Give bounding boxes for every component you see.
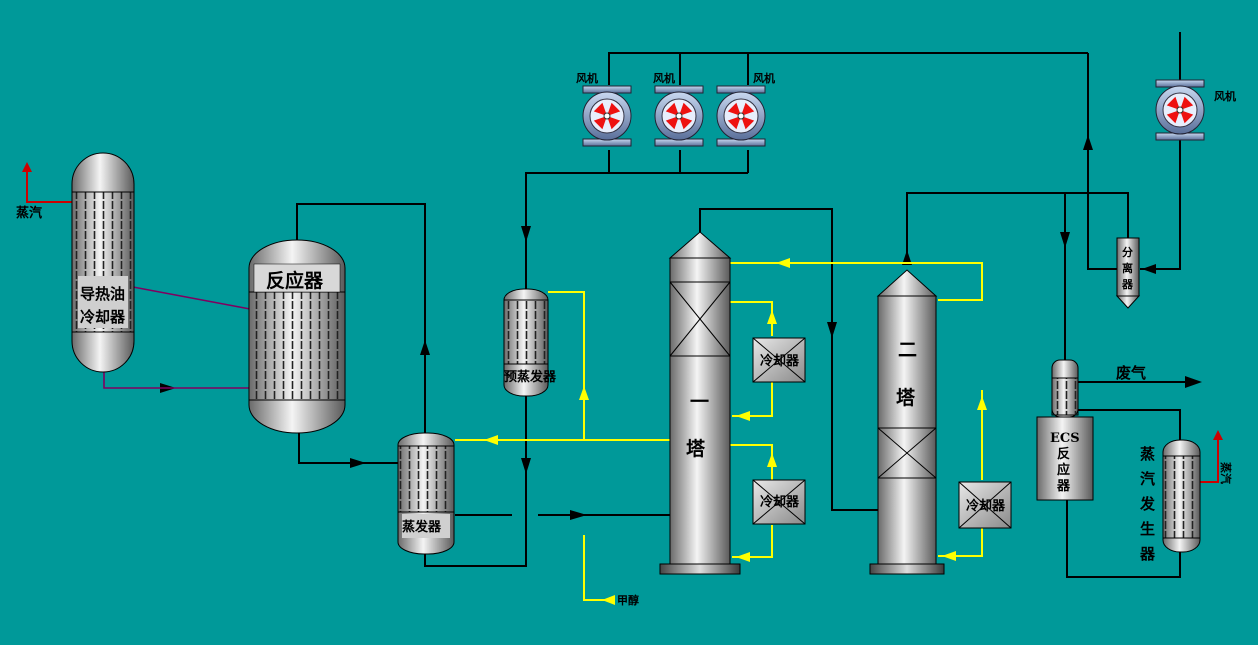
fan-icon	[654, 85, 704, 147]
tower-two-label-1: 二	[898, 339, 917, 361]
ecs-label-3: 应	[1057, 462, 1070, 478]
pre-evaporator-label: 预蒸发器	[504, 369, 557, 385]
oil-cooler-label-2: 冷却器	[80, 308, 126, 326]
steam-generator-label-3: 发	[1139, 495, 1156, 513]
separator-label-1: 分	[1122, 245, 1133, 259]
steam-label: 蒸汽	[16, 205, 42, 221]
fan-label: 风机	[653, 71, 675, 85]
tower-two	[869, 269, 945, 575]
steam-generator-label-2: 汽	[1140, 470, 1155, 488]
fan-icon	[582, 85, 632, 147]
cooler-icon	[958, 481, 1012, 529]
oil-cooler-label-1: 导热油	[80, 285, 125, 303]
methanol-arrows	[484, 258, 987, 605]
fan-label: 风机	[1214, 89, 1236, 103]
steam-generator-label-1: 蒸	[1140, 445, 1155, 463]
steam-arrow-icon	[1200, 430, 1223, 483]
process-pipes	[296, 32, 1190, 578]
cooler-label: 冷却器	[760, 494, 800, 510]
oil-lines	[103, 286, 251, 389]
separator-label-3: 器	[1121, 278, 1134, 291]
methanol-label: 甲醇	[617, 593, 639, 607]
steam-generator-label-5: 器	[1139, 545, 1156, 563]
pre-evaporator	[503, 288, 549, 397]
steam-generator-label-4: 生	[1140, 520, 1155, 538]
steam-label-right: 蒸汽	[1219, 462, 1233, 484]
separator-label-2: 离	[1122, 261, 1133, 275]
tower-one	[659, 231, 741, 575]
methanol-lines	[455, 262, 983, 601]
fan-icon	[716, 85, 766, 147]
cooler-label: 冷却器	[760, 353, 800, 369]
fan-label: 风机	[576, 71, 598, 85]
tower-one-label-2: 塔	[686, 437, 706, 460]
cooler-icon	[752, 479, 806, 525]
ecs-label-1: ECS	[1050, 431, 1080, 446]
ecs-reactor	[1036, 359, 1094, 501]
tower-two-label-2: 塔	[896, 386, 916, 409]
ecs-label-2: 反	[1057, 446, 1070, 462]
reactor	[248, 239, 346, 434]
tower-one-label-1: 一	[690, 391, 709, 413]
cooler-icon	[752, 337, 806, 383]
oil-cooler	[71, 152, 135, 373]
waste-gas-label: 废气	[1116, 364, 1146, 382]
evaporator	[397, 432, 455, 555]
fan-label: 风机	[753, 71, 775, 85]
ecs-label-4: 器	[1056, 479, 1071, 494]
cooler-label: 冷却器	[966, 498, 1006, 514]
evaporator-label: 蒸发器	[402, 519, 442, 535]
reactor-label: 反应器	[266, 269, 324, 292]
fan-icon	[1155, 79, 1205, 141]
steam-generator	[1162, 439, 1201, 553]
separator	[1115, 237, 1141, 309]
steam-arrow-icon	[22, 162, 72, 203]
